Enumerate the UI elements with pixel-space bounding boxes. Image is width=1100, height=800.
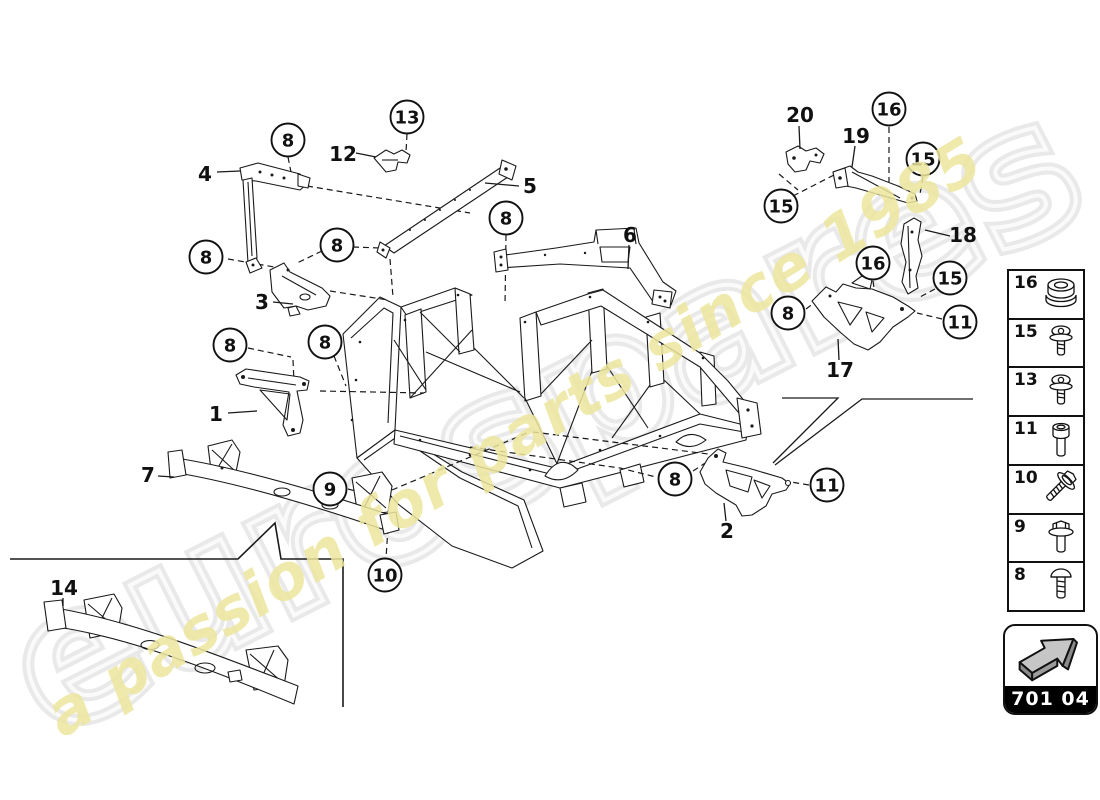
svg-text:8: 8 [500, 209, 513, 230]
fasteners-legend: 16 15 13 [1007, 269, 1085, 612]
legend-part-number: 8 [1014, 565, 1026, 586]
page-ref-code: 701 04 [1005, 686, 1096, 713]
legend-row-9[interactable]: 9 [1009, 514, 1083, 564]
washer-bolt-icon [1046, 470, 1077, 502]
label-pointer-lines [62, 125, 951, 606]
legend-row-15[interactable]: 15 [1009, 319, 1083, 369]
part-number-label: 1 [209, 402, 223, 426]
legend-row-13[interactable]: 13 [1009, 368, 1083, 418]
part-6-drawing [493, 227, 677, 309]
part-number-label: 14 [50, 576, 78, 600]
direction-arrow-icon [1005, 626, 1096, 686]
part2-fork-pointer [772, 397, 973, 466]
part-number-label: 7 [141, 463, 155, 487]
legend-part-number: 10 [1014, 467, 1038, 488]
svg-text:15: 15 [937, 269, 962, 290]
page-ref-box[interactable]: 701 04 [1003, 624, 1098, 715]
part-17-drawing [811, 275, 916, 351]
part-7-drawing [167, 439, 400, 535]
svg-text:16: 16 [876, 100, 901, 121]
part-number-label: 19 [842, 124, 870, 148]
svg-text:8: 8 [319, 333, 332, 354]
callout-15[interactable]: 15 [932, 260, 968, 296]
part-number-labels: 4 12 5 6 3 1 7 14 2 17 18 19 20 [50, 103, 977, 600]
svg-text:15: 15 [910, 150, 935, 171]
svg-text:9: 9 [324, 480, 337, 501]
callout-11[interactable]: 11 [942, 304, 978, 340]
svg-text:11: 11 [947, 313, 972, 334]
callout-16[interactable]: 16 [855, 245, 891, 281]
callout-8[interactable]: 8 [770, 295, 806, 331]
part-1-drawing [235, 368, 310, 437]
part-4-drawing [239, 162, 311, 274]
svg-text:8: 8 [282, 131, 295, 152]
svg-text:11: 11 [814, 476, 839, 497]
legend-row-11[interactable]: 11 [1009, 417, 1083, 466]
part-number-label: 12 [329, 142, 357, 166]
legend-row-16[interactable]: 16 [1009, 271, 1083, 320]
callout-15[interactable]: 15 [763, 188, 799, 224]
part-2-drawing [699, 448, 792, 517]
inset-break-line [10, 521, 344, 707]
callout-8[interactable]: 8 [657, 461, 693, 497]
svg-text:8: 8 [200, 248, 213, 269]
grommet-icon [1045, 278, 1077, 308]
callout-9[interactable]: 9 [312, 471, 348, 507]
legend-part-number: 13 [1014, 370, 1038, 391]
callout-8[interactable]: 8 [319, 227, 355, 263]
part-number-label: 6 [623, 223, 637, 247]
part-number-label: 4 [198, 162, 212, 186]
callout-15[interactable]: 15 [905, 141, 941, 177]
part-18-drawing [900, 217, 923, 295]
part-number-label: 18 [949, 223, 977, 247]
part-14-drawing [43, 593, 299, 705]
callout-8[interactable]: 8 [270, 122, 306, 158]
part-12-drawing [373, 149, 411, 173]
part-19-drawing [832, 165, 918, 204]
button-screw-icon [1050, 568, 1072, 599]
callout-8[interactable]: 8 [212, 327, 248, 363]
svg-text:16: 16 [860, 254, 885, 275]
part-20-drawing [785, 145, 825, 173]
part-number-label: 2 [720, 519, 734, 543]
svg-text:15: 15 [768, 197, 793, 218]
callout-8[interactable]: 8 [188, 239, 224, 275]
svg-text:8: 8 [224, 336, 237, 357]
chassis-frame-drawing [342, 287, 762, 569]
svg-text:13: 13 [394, 108, 419, 129]
svg-text:8: 8 [331, 236, 344, 257]
part-number-label: 3 [255, 290, 269, 314]
part-number-label: 5 [523, 174, 537, 198]
svg-text:8: 8 [782, 304, 795, 325]
part-number-label: 17 [826, 358, 854, 382]
legend-part-number: 16 [1014, 273, 1038, 293]
flange-screw-icon [1049, 325, 1073, 356]
svg-text:8: 8 [669, 470, 682, 491]
callout-11[interactable]: 11 [809, 467, 845, 503]
hex-flange-bolt-icon [1048, 520, 1074, 553]
legend-part-number: 11 [1014, 419, 1038, 440]
legend-part-number: 15 [1014, 321, 1038, 342]
socket-bolt-icon [1052, 422, 1070, 457]
callout-13[interactable]: 13 [389, 99, 425, 135]
callout-10[interactable]: 10 [367, 557, 403, 593]
callout-8[interactable]: 8 [307, 324, 343, 360]
svg-text:10: 10 [372, 566, 397, 587]
callout-8[interactable]: 8 [488, 200, 524, 236]
legend-row-8[interactable]: 8 [1009, 563, 1083, 611]
part-number-label: 20 [786, 103, 814, 127]
callout-16[interactable]: 16 [871, 91, 907, 127]
part-3-drawing [269, 262, 331, 317]
part-5-drawing [376, 159, 517, 259]
flange-screw-icon [1049, 374, 1073, 405]
legend-part-number: 9 [1014, 516, 1026, 537]
callout-circles: 8 13 8 8 8 8 8 9 10 8 11 16 15 15 16 15 … [188, 91, 978, 593]
legend-row-10[interactable]: 10 [1009, 465, 1083, 515]
